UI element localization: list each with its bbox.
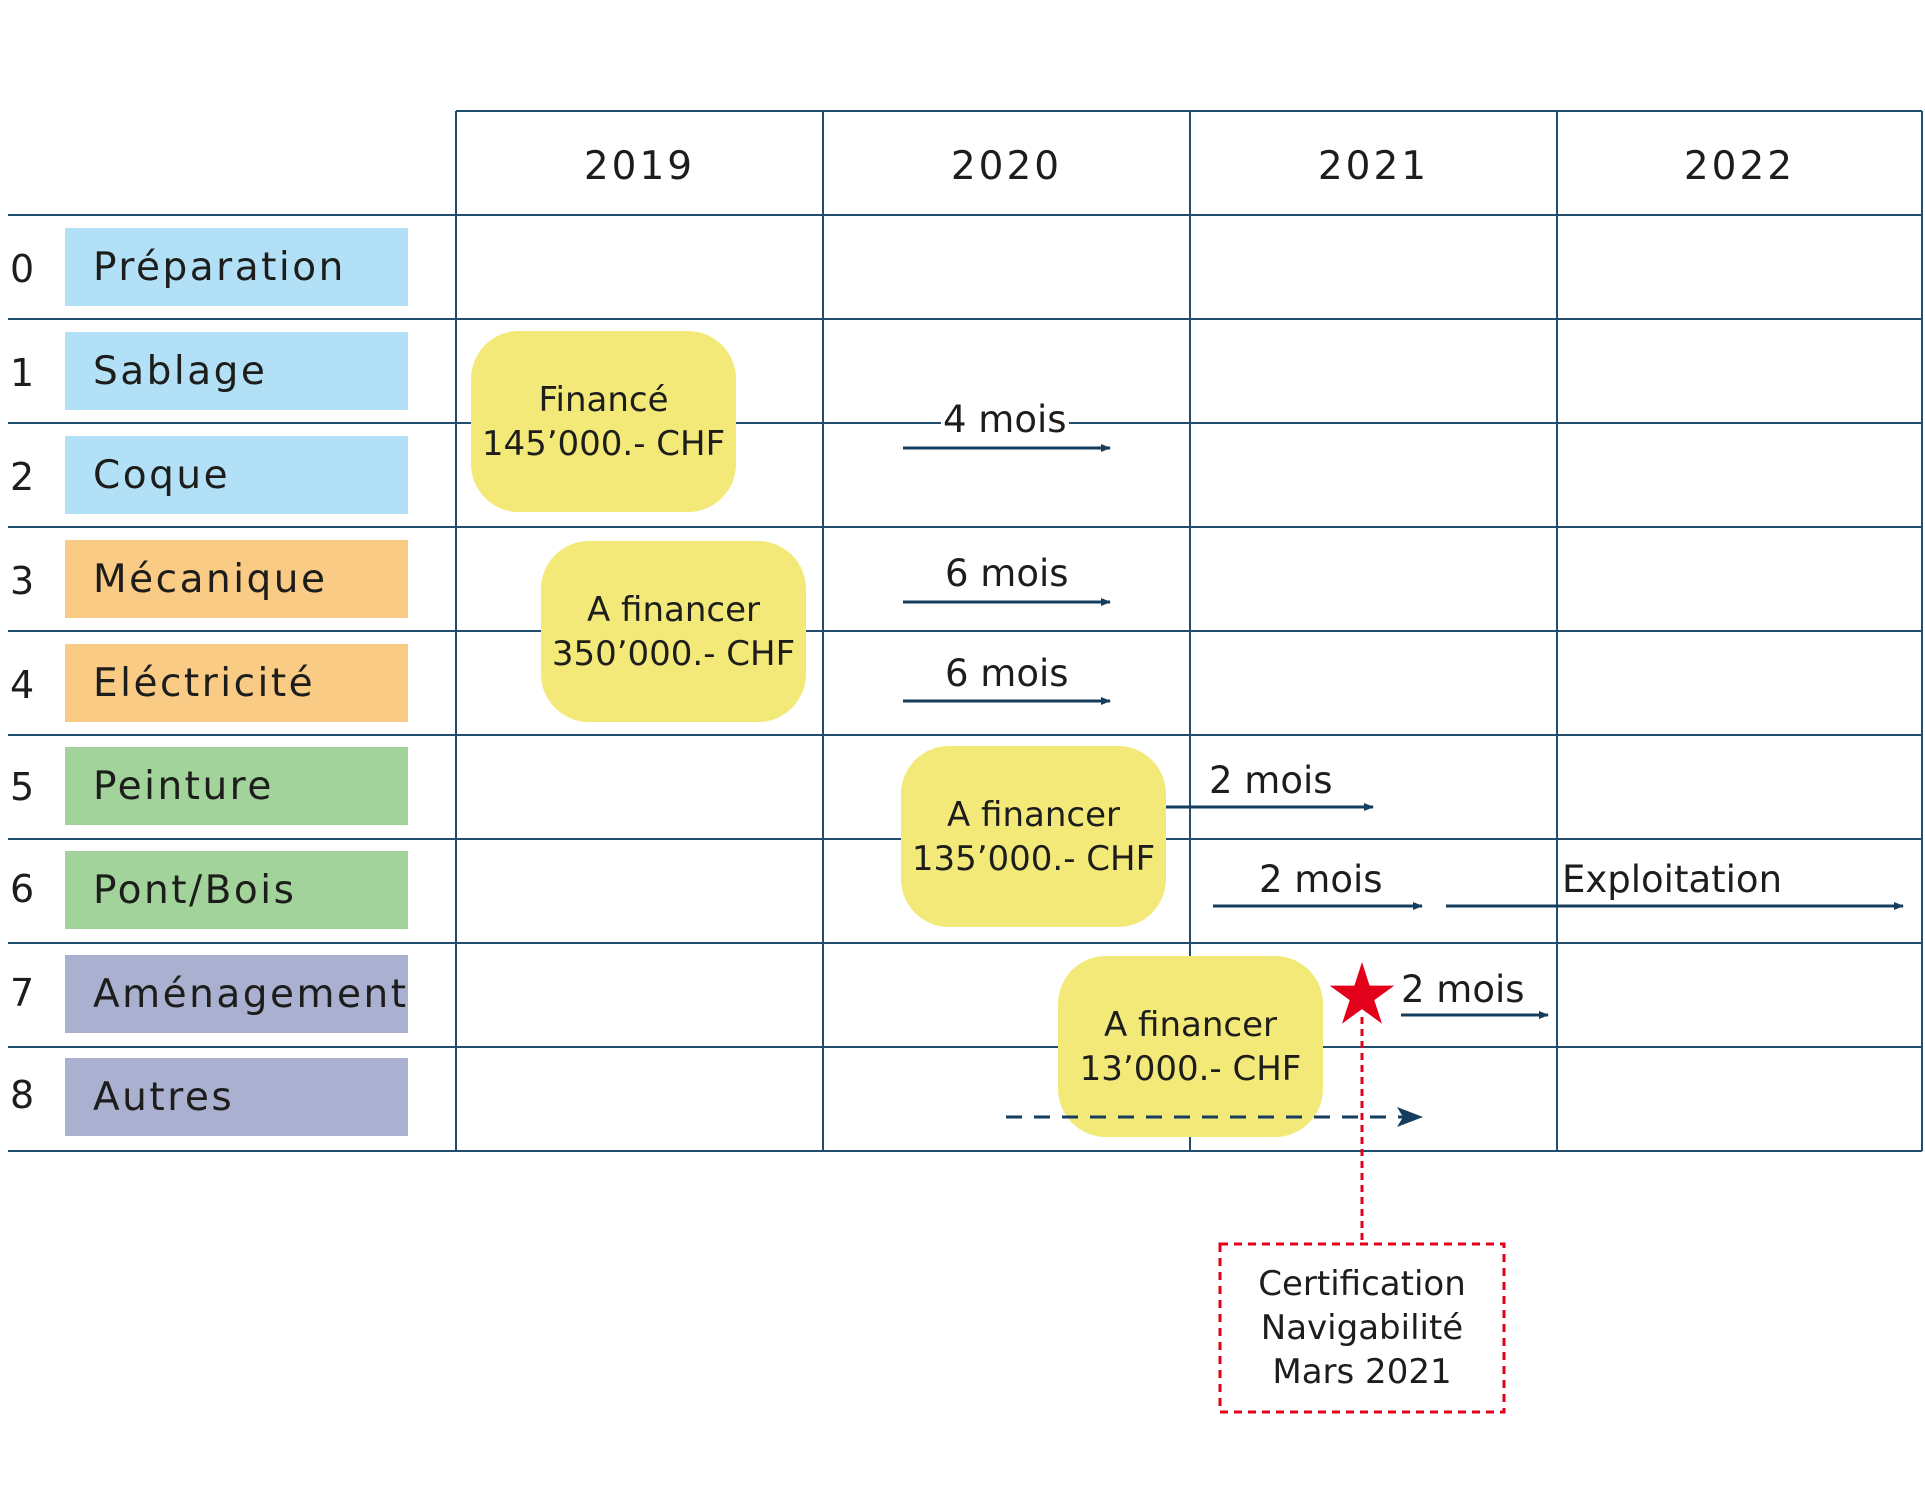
year-2022: 2022 — [1683, 143, 1796, 189]
certification-subtitle: Navigabilité — [1260, 1308, 1464, 1348]
funding-amount: 135’000.- CHF — [911, 838, 1156, 879]
row-number-2: 2 — [10, 455, 35, 499]
funding-amount: 13’000.- CHF — [1079, 1048, 1302, 1089]
row-label-mecanique: Mécanique — [65, 540, 408, 618]
row-label-coque: Coque — [65, 436, 408, 514]
row-number-4: 4 — [10, 663, 35, 707]
row-label-electricite: Eléctricité — [65, 644, 408, 722]
row-label-peinture: Peinture — [65, 747, 408, 825]
funding-status: A financer — [586, 589, 760, 630]
year-2020: 2020 — [950, 143, 1063, 189]
row-number-0: 0 — [10, 247, 35, 291]
duration-label-mecanique: 6 mois — [945, 552, 1069, 595]
year-2019: 2019 — [583, 143, 696, 189]
row-label-amenagement: Aménagement — [65, 955, 408, 1033]
row-number-3: 3 — [10, 559, 35, 603]
certification-date: Mars 2021 — [1272, 1352, 1452, 1392]
certification-box: Certification Navigabilité Mars 2021 — [1220, 1244, 1504, 1412]
funding-status: Financé — [538, 379, 669, 420]
row-label-pont-bois: Pont/Bois — [65, 851, 408, 929]
row-number-8: 8 — [10, 1073, 35, 1117]
certification-title: Certification — [1258, 1264, 1466, 1304]
row-number-5: 5 — [10, 765, 35, 809]
row-number-1: 1 — [10, 351, 35, 395]
row-label-autres: Autres — [65, 1058, 408, 1136]
funding-status: A financer — [946, 794, 1120, 835]
funding-amount: 145’000.- CHF — [481, 423, 726, 464]
row-number-7: 7 — [10, 971, 35, 1015]
duration-label-amenagement: 2 mois — [1401, 968, 1525, 1011]
duration-label-coque: 4 mois — [941, 398, 1069, 442]
funding-box-peinture-pont: A financer 135’000.- CHF — [901, 746, 1166, 927]
exploitation-label: Exploitation — [1562, 858, 1783, 901]
row-label-sablage: Sablage — [65, 332, 408, 410]
funding-box-amenagement-autres: A financer 13’000.- CHF — [1058, 956, 1323, 1137]
row-number-6: 6 — [10, 867, 35, 911]
duration-label-peinture: 2 mois — [1209, 759, 1333, 802]
row-label-preparation: Préparation — [65, 228, 408, 306]
duration-label-electricite: 6 mois — [945, 652, 1069, 695]
funding-box-sablage-coque: Financé 145’000.- CHF — [471, 331, 736, 512]
funding-amount: 350’000.- CHF — [551, 633, 796, 674]
year-2021: 2021 — [1317, 143, 1430, 189]
funding-box-mecanique-electricite: A financer 350’000.- CHF — [541, 541, 806, 722]
duration-label-pont: 2 mois — [1259, 858, 1383, 901]
funding-status: A financer — [1103, 1004, 1277, 1045]
